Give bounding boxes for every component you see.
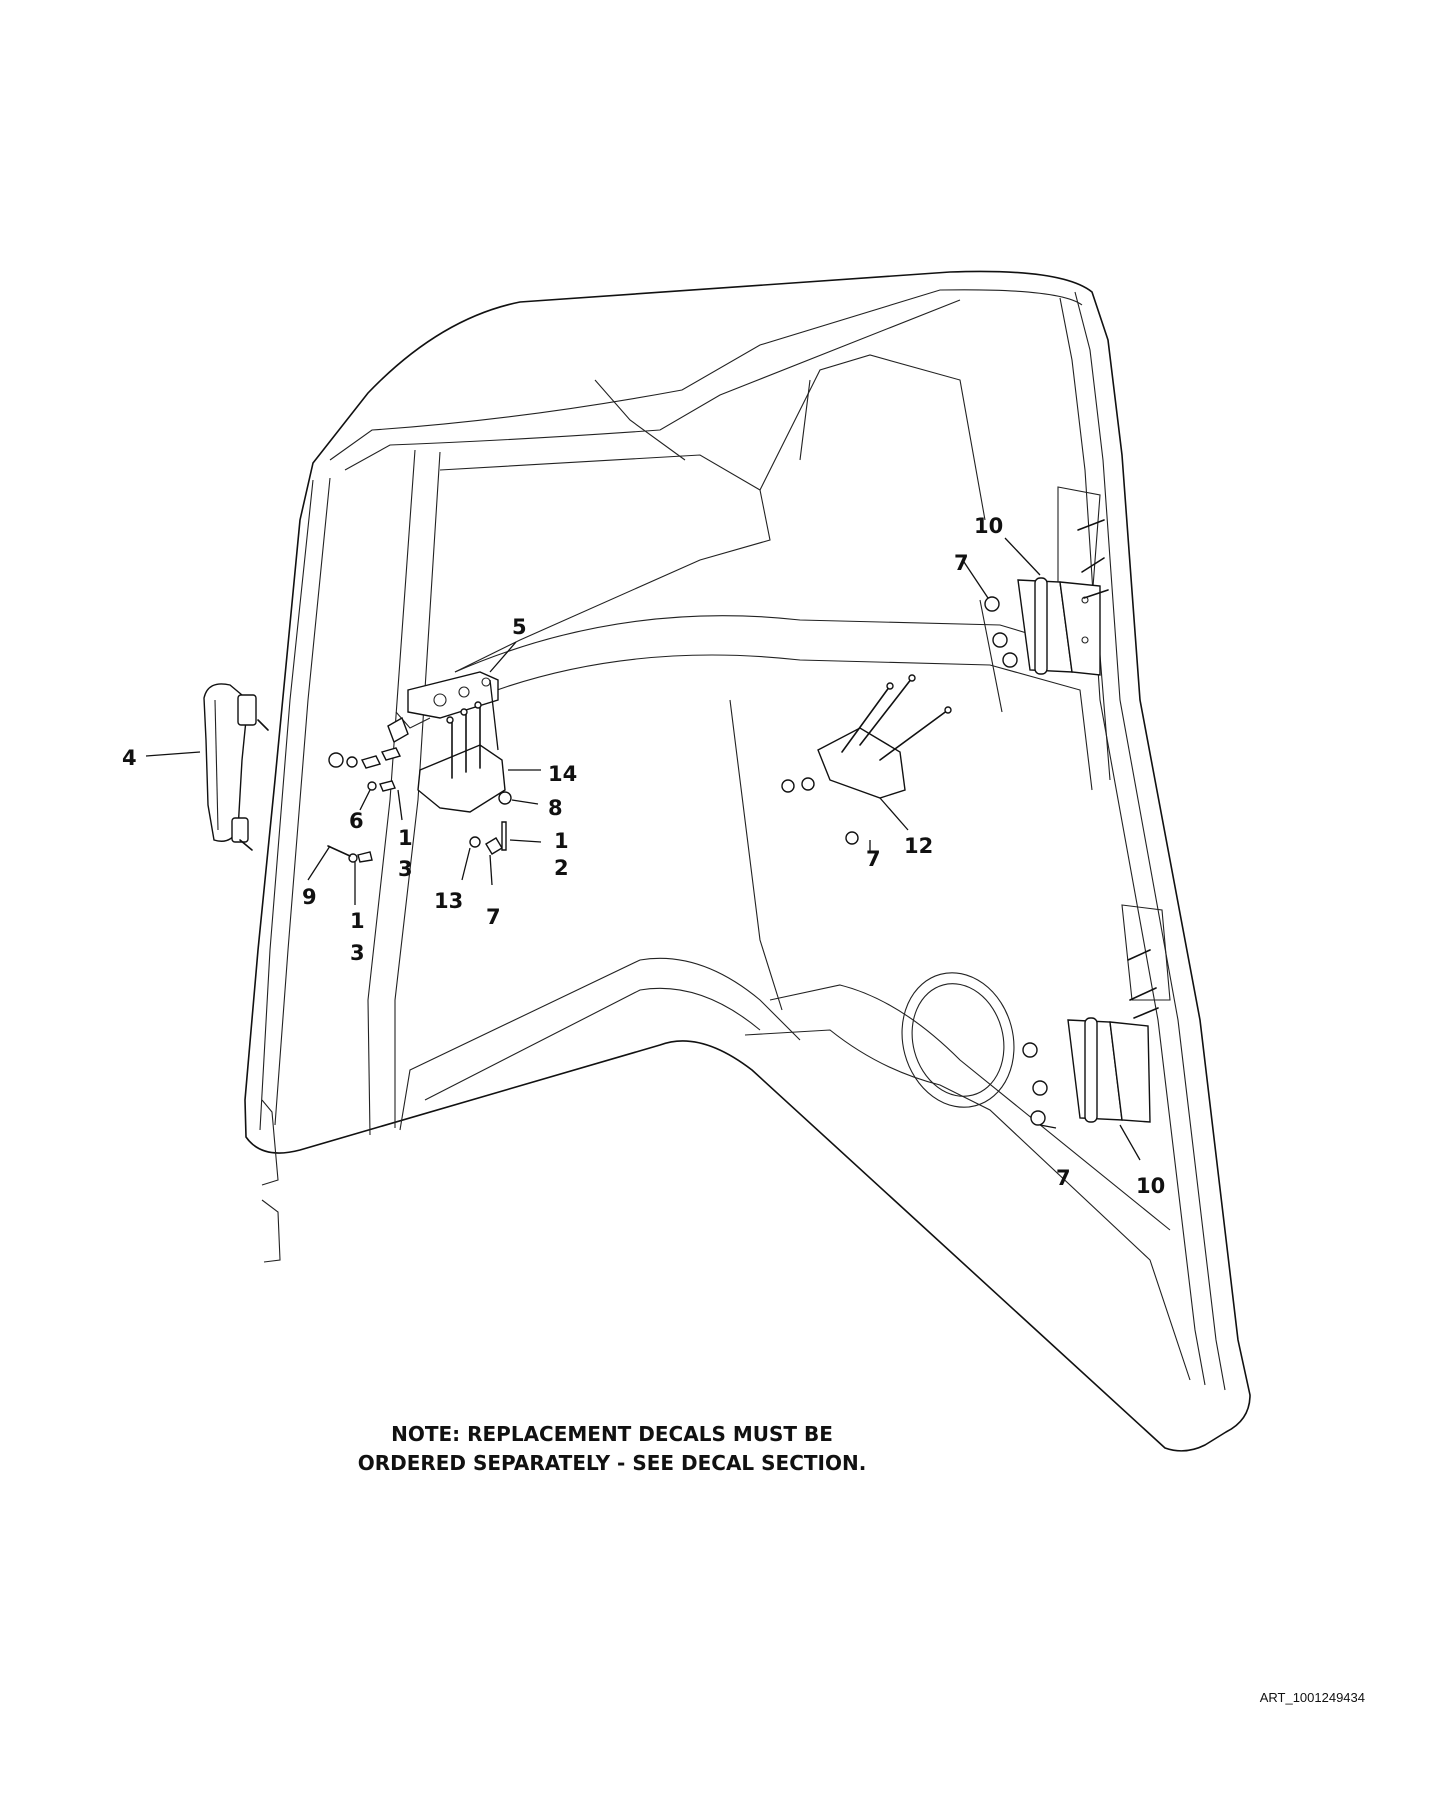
strike-bracket [417, 701, 506, 813]
callout-7b: 7 [866, 847, 881, 871]
callout-7c: 7 [954, 551, 969, 575]
callout-1b: 1 [350, 909, 365, 933]
grab-handle [203, 683, 269, 851]
callout-1a: 1 [398, 826, 413, 850]
callout-8: 8 [548, 796, 563, 820]
callout-6: 6 [349, 809, 364, 833]
lower-hinge [1022, 949, 1159, 1126]
callout-1c: 1 [554, 829, 569, 853]
callout-5: 5 [512, 615, 527, 639]
callout-3b: 3 [350, 941, 365, 965]
callout-14: 14 [548, 762, 577, 786]
replacement-decal-note: NOTE: REPLACEMENT DECALS MUST BE ORDERED… [358, 1422, 867, 1475]
callout-10a: 10 [974, 514, 1003, 538]
callout-7d: 7 [1056, 1166, 1071, 1190]
callout-7a: 7 [486, 905, 501, 929]
callout-3a: 3 [398, 857, 413, 881]
callout-12: 12 [904, 834, 933, 858]
door-latch [387, 671, 499, 744]
callout-2: 2 [554, 856, 569, 880]
callout-13: 13 [434, 889, 463, 913]
callout-10b: 10 [1136, 1174, 1165, 1198]
callout-labels: 4 5 6 1 3 9 1 3 13 7 14 8 1 2 7 12 10 7 … [122, 514, 1165, 1198]
callout-4: 4 [122, 746, 137, 770]
leader-lines [145, 537, 1141, 1161]
fastener-cluster-left [327, 747, 512, 863]
center-bracket [781, 674, 952, 845]
note-line-1: NOTE: REPLACEMENT DECALS MUST BE [391, 1422, 833, 1446]
upper-hinge [984, 519, 1109, 676]
callout-9: 9 [302, 885, 317, 909]
note-line-2: ORDERED SEPARATELY - SEE DECAL SECTION. [358, 1451, 867, 1475]
door-panel [244, 270, 1251, 1452]
art-id-label: ART_1001249434 [1260, 1690, 1365, 1705]
